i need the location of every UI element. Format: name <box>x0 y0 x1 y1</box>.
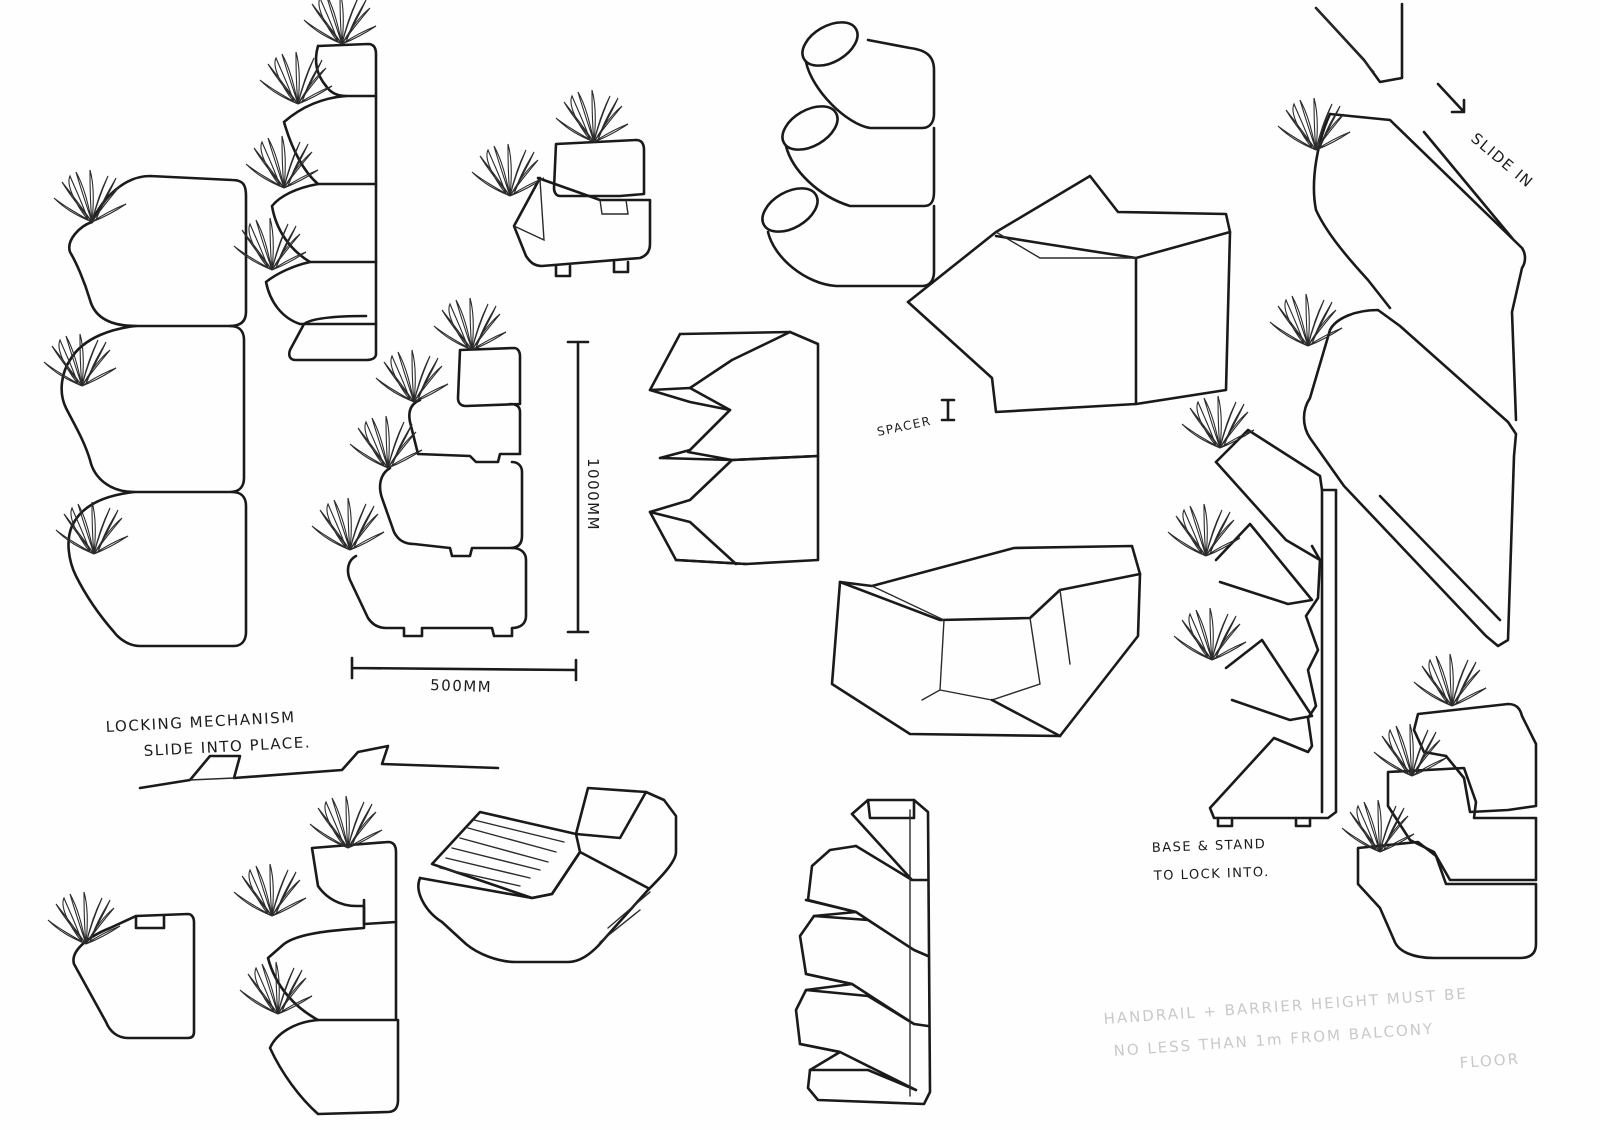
module-chevron-stack <box>648 330 820 566</box>
label-base-1: BASE & STAND <box>1152 837 1267 856</box>
label-base-2: TO LOCK INTO. <box>1153 865 1270 884</box>
planter-column-large <box>43 169 248 648</box>
module-hatched-open <box>417 786 678 964</box>
label-spacer: SPACER <box>876 414 933 439</box>
note-line-2: NO LESS THAN 1m FROM BALCONY <box>1113 1020 1435 1060</box>
label-dim-height: 1000MM <box>584 458 602 531</box>
module-open-box <box>830 544 1142 738</box>
planter-base-stand <box>1167 395 1338 828</box>
planter-stepped-dimensioned <box>311 297 590 682</box>
module-angular-large <box>906 174 1232 414</box>
locking-mechanism-diagram <box>138 744 500 790</box>
label-locking-1: LOCKING MECHANISM <box>105 708 296 736</box>
planter-stack-bottom <box>233 795 400 1116</box>
label-slide-in: SLIDE IN <box>1467 129 1537 191</box>
planter-column-tapered <box>233 0 378 362</box>
label-dim-width: 500MM <box>430 676 493 696</box>
planter-single-small <box>47 891 196 1040</box>
module-zigzag-column <box>794 798 932 1106</box>
planter-small-top <box>471 89 652 278</box>
spacer-mark <box>940 398 956 422</box>
note-line-3: FLOOR <box>1459 1050 1521 1072</box>
planter-tubular <box>761 21 936 288</box>
planter-leaning-slide-in <box>1269 2 1527 648</box>
planter-rounded-stack <box>1341 653 1538 960</box>
